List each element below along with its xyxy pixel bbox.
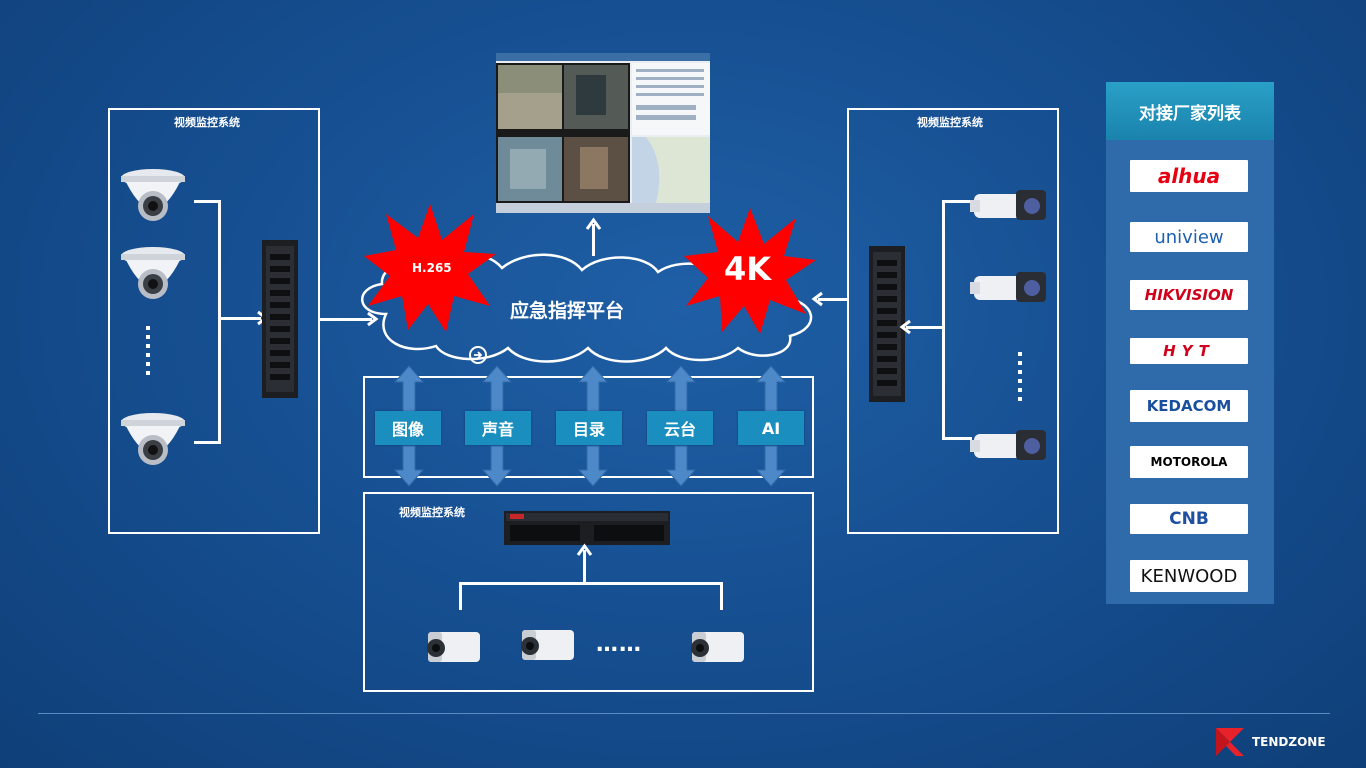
platform-to-monitor-arrow xyxy=(592,224,595,256)
bullet-camera-icon xyxy=(521,630,574,660)
dome-camera-icon xyxy=(121,247,185,299)
bullet-camera-icon xyxy=(691,632,744,662)
bottom-ellipsis: …… xyxy=(596,632,642,657)
arrow-head-icon xyxy=(585,217,602,230)
ellipsis-dots xyxy=(146,326,150,380)
monitoring-software-screenshot xyxy=(496,53,710,213)
double-arrow-icon xyxy=(665,365,697,487)
vendor-logo-cnb: CNB xyxy=(1130,504,1248,534)
nvr-device-icon xyxy=(869,246,905,402)
left-surveillance-panel: 视频监控系统 xyxy=(108,108,320,534)
rack-nvr-icon xyxy=(504,511,670,545)
left-to-platform-arrow xyxy=(320,318,372,321)
vendor-logo-dahua: alhua xyxy=(1130,160,1248,192)
arrow-head-icon xyxy=(576,543,593,556)
vendor-logo-kedacom: KEDACOM xyxy=(1130,390,1248,422)
function-image: 图像 xyxy=(375,411,441,445)
double-arrow-icon xyxy=(393,365,425,487)
dome-camera-icon xyxy=(121,413,185,465)
vendor-logo-motorola: MOTOROLA xyxy=(1130,446,1248,478)
arrow-head-icon xyxy=(811,291,823,307)
right-surveillance-panel: 视频监控系统 xyxy=(847,108,1059,534)
platform-label: 应急指挥平台 xyxy=(510,300,625,322)
arrow-head-icon xyxy=(899,319,911,335)
bottom-panel-title: 视频监控系统 xyxy=(399,506,465,519)
bullet-camera-icon xyxy=(970,430,1046,460)
function-ai: AI xyxy=(738,411,804,445)
dome-camera-icon xyxy=(121,169,185,221)
connector-node-icon xyxy=(469,346,487,364)
left-panel-title: 视频监控系统 xyxy=(174,116,240,129)
h265-badge: H.265 xyxy=(412,261,452,275)
bottom-up-arrow xyxy=(583,550,586,584)
function-ptz: 云台 xyxy=(647,411,713,445)
bottom-surveillance-panel: 视频监控系统 xyxy=(363,492,814,692)
right-inner-arrow xyxy=(906,326,944,329)
vendor-list-panel: 对接厂家列表 alhua uniview HIKVISION HYT KEDAC… xyxy=(1106,82,1274,604)
vendor-logo-hikvision: HIKVISION xyxy=(1130,280,1248,310)
arrow-head-icon xyxy=(367,311,379,327)
bullet-camera-icon xyxy=(427,632,480,662)
left-bracket xyxy=(194,200,221,444)
footer-divider xyxy=(38,713,1330,714)
4k-badge: 4K xyxy=(724,250,772,288)
ellipsis-dots xyxy=(1018,352,1022,406)
right-panel-title: 视频监控系统 xyxy=(917,116,983,129)
vendor-logo-hyt: HYT xyxy=(1130,338,1248,364)
function-audio: 声音 xyxy=(465,411,531,445)
vendor-list-title: 对接厂家列表 xyxy=(1106,82,1274,140)
tendzone-logo-icon xyxy=(1216,728,1244,756)
right-bracket xyxy=(942,200,972,440)
bullet-camera-icon xyxy=(970,272,1046,302)
left-arrow xyxy=(221,317,261,320)
brand-name: TENDZONE xyxy=(1252,735,1326,749)
vendor-logo-uniview: uniview xyxy=(1130,222,1248,252)
right-to-platform-arrow xyxy=(818,298,848,301)
function-directory: 目录 xyxy=(556,411,622,445)
vendor-logo-kenwood: KENWOOD xyxy=(1130,560,1248,592)
h265-burst-icon xyxy=(364,204,496,332)
bullet-camera-icon xyxy=(970,190,1046,220)
4k-burst-icon xyxy=(684,208,816,334)
nvr-device-icon xyxy=(262,240,298,398)
bottom-bracket xyxy=(459,582,723,610)
